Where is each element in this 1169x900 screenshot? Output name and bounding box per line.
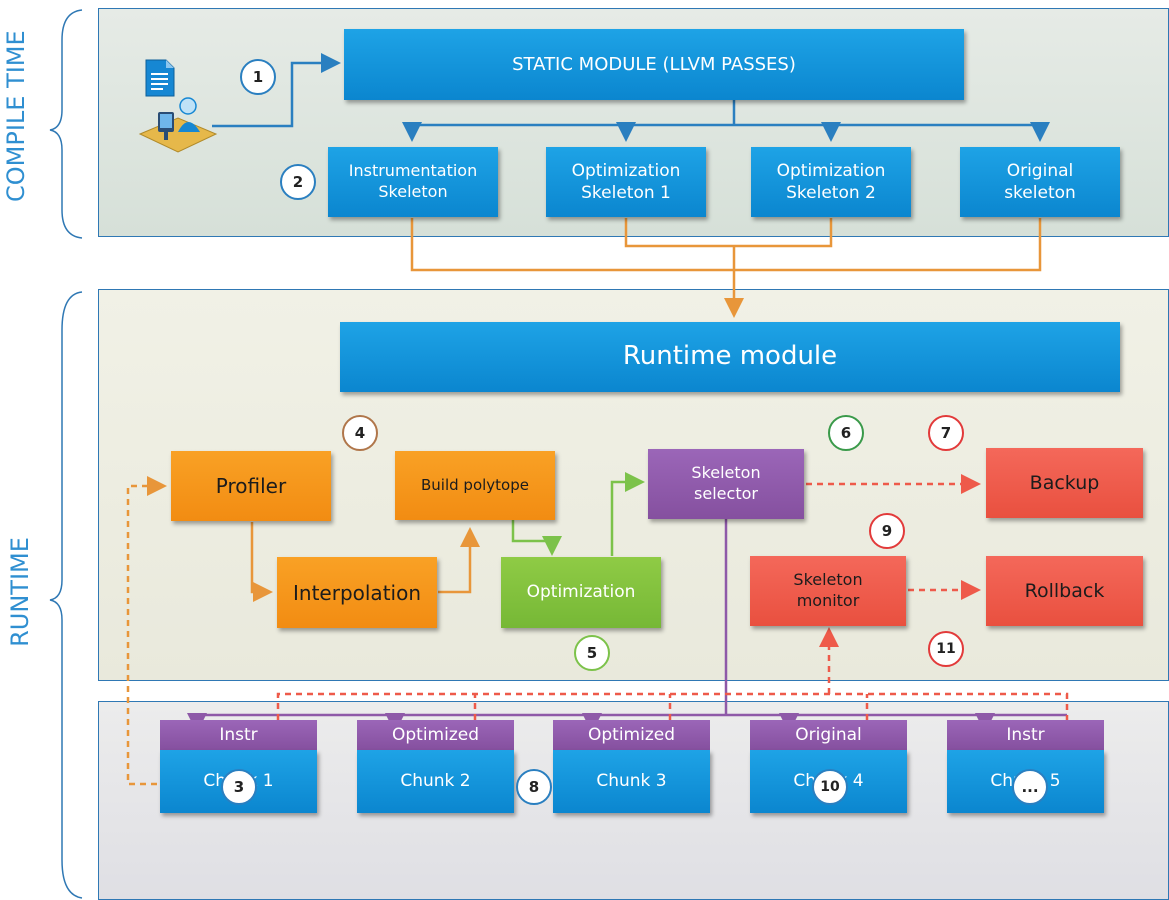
skeleton-selector-box: Skeleton selector [648, 449, 804, 519]
step-badge-2: 2 [280, 164, 316, 200]
instrumentation-skeleton-box: Instrumentation Skeleton [328, 147, 498, 217]
developer-workstation-icon [138, 97, 218, 153]
rollback-box: Rollback [986, 556, 1143, 626]
profiler-box: Profiler [171, 451, 331, 521]
step-badge-4: 4 [342, 415, 378, 451]
static-module-box: STATIC MODULE (LLVM PASSES) [344, 29, 964, 100]
chunk-5-tag: Instr [947, 720, 1104, 750]
step-badge-more: ... [1012, 769, 1048, 805]
step-badge-5: 5 [574, 635, 610, 671]
chunk-4-tag: Original [750, 720, 907, 750]
runtime-module-box: Runtime module [340, 322, 1120, 392]
optimization-skeleton-1-box: Optimization Skeleton 1 [546, 147, 706, 217]
chunk-2-box: Chunk 2 [357, 750, 514, 813]
step-badge-1: 1 [240, 59, 276, 95]
skeleton-monitor-box: Skeleton monitor [750, 556, 906, 626]
optimization-skeleton-2-box: Optimization Skeleton 2 [751, 147, 911, 217]
backup-box: Backup [986, 448, 1143, 518]
step-badge-7: 7 [928, 415, 964, 451]
document-icon [145, 59, 175, 97]
section-brackets [49, 9, 83, 899]
step-badge-10: 10 [812, 769, 848, 805]
interpolation-box: Interpolation [277, 557, 437, 628]
chunk-3-tag: Optimized [553, 720, 710, 750]
original-skeleton-box: Original skeleton [960, 147, 1120, 217]
step-badge-9: 9 [869, 513, 905, 549]
chunk-3-box: Chunk 3 [553, 750, 710, 813]
step-badge-3: 3 [221, 769, 257, 805]
optimization-box: Optimization [501, 557, 661, 628]
build-polytope-box: Build polytope [395, 451, 555, 520]
step-badge-8: 8 [516, 769, 552, 805]
chunk-1-tag: Instr [160, 720, 317, 750]
step-badge-11: 11 [928, 631, 964, 667]
step-badge-6: 6 [828, 415, 864, 451]
chunk-2-tag: Optimized [357, 720, 514, 750]
